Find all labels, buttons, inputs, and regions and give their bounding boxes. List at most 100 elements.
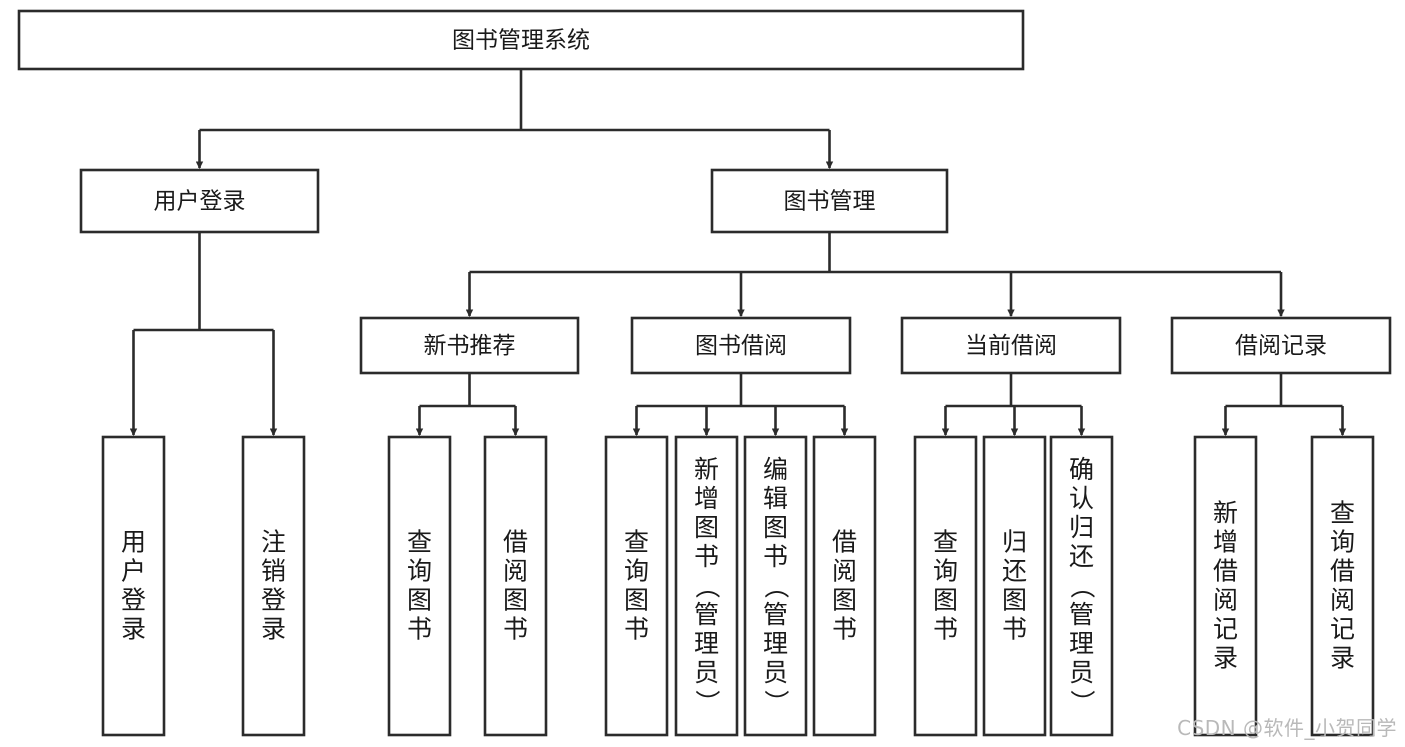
node-label-current-borrow: 当前借阅	[965, 333, 1057, 359]
svg-text:书: 书	[694, 542, 719, 571]
svg-text:）: ）	[762, 690, 791, 715]
node-label-new-book-recommend: 新书推荐	[424, 333, 516, 359]
node-current-borrow[interactable]: 当前借阅	[900, 316, 1122, 375]
node-new-book-recommend[interactable]: 新书推荐	[359, 316, 580, 375]
node-book-borrow[interactable]: 图书借阅	[630, 316, 852, 375]
svg-text:归: 归	[1069, 513, 1094, 542]
edge-group-current-borrow	[941, 373, 1086, 436]
svg-text:员: 员	[763, 658, 788, 687]
node-box-leaf-user-login	[101, 435, 166, 737]
svg-text:认: 认	[1069, 484, 1094, 513]
edges-layer	[129, 69, 1347, 436]
edge-group-book-borrow	[632, 373, 849, 436]
svg-text:图: 图	[763, 513, 788, 542]
svg-text:借: 借	[1213, 557, 1238, 586]
nodes-layer: 图书管理系统用户登录图书管理新书推荐图书借阅当前借阅借阅记录用户登录注销登录查询…	[17, 9, 1392, 737]
svg-text:图: 图	[1002, 586, 1027, 615]
node-label-leaf-user-login: 用户登录	[121, 528, 146, 644]
svg-text:理: 理	[1069, 629, 1094, 658]
svg-text:员: 员	[1069, 658, 1094, 687]
svg-text:用: 用	[121, 528, 146, 557]
svg-text:户: 户	[121, 557, 146, 586]
svg-text:）: ）	[1068, 690, 1097, 715]
svg-text:借: 借	[832, 528, 857, 557]
svg-text:询: 询	[1330, 528, 1355, 557]
node-box-new-book-recommend	[359, 316, 580, 375]
svg-text:书: 书	[624, 615, 649, 644]
svg-text:书: 书	[503, 615, 528, 644]
svg-text:书: 书	[763, 542, 788, 571]
node-borrow-record[interactable]: 借阅记录	[1170, 316, 1392, 375]
svg-text:管: 管	[694, 600, 719, 629]
node-box-user-login	[79, 168, 320, 234]
svg-text:询: 询	[407, 557, 432, 586]
svg-text:记: 记	[1213, 615, 1238, 644]
node-box-current-borrow	[900, 316, 1122, 375]
svg-text:阅: 阅	[1330, 586, 1355, 615]
svg-text:查: 查	[624, 528, 649, 557]
node-leaf-user-login[interactable]: 用户登录	[101, 435, 166, 737]
svg-text:图: 图	[407, 586, 432, 615]
svg-text:（: （	[762, 574, 791, 599]
svg-text:管: 管	[1069, 600, 1094, 629]
svg-text:编: 编	[763, 455, 788, 484]
svg-text:登: 登	[261, 586, 286, 615]
svg-text:图: 图	[503, 586, 528, 615]
svg-text:增: 增	[694, 484, 719, 513]
node-book-manage[interactable]: 图书管理	[710, 168, 949, 234]
svg-text:查: 查	[933, 528, 958, 557]
svg-text:新: 新	[694, 455, 719, 484]
node-box-leaf-add-book	[674, 435, 739, 737]
svg-text:书: 书	[832, 615, 857, 644]
svg-text:记: 记	[1330, 615, 1355, 644]
node-label-root: 图书管理系统	[452, 28, 590, 54]
node-label-borrow-record: 借阅记录	[1235, 333, 1327, 359]
node-label-book-manage: 图书管理	[784, 189, 876, 215]
svg-text:图: 图	[933, 586, 958, 615]
svg-text:图: 图	[624, 586, 649, 615]
node-label-user-login: 用户登录	[154, 189, 246, 215]
svg-text:理: 理	[763, 629, 788, 658]
svg-text:阅: 阅	[1213, 586, 1238, 615]
edge-group-borrow-record	[1221, 373, 1347, 436]
svg-text:借: 借	[503, 528, 528, 557]
edge-group-user-login	[129, 232, 278, 436]
edge-group-book-manage	[465, 232, 1285, 317]
svg-text:新: 新	[1213, 499, 1238, 528]
svg-text:查: 查	[407, 528, 432, 557]
node-root[interactable]: 图书管理系统	[17, 9, 1025, 71]
svg-text:阅: 阅	[503, 557, 528, 586]
svg-text:（: （	[693, 574, 722, 599]
node-box-root	[17, 9, 1025, 71]
node-box-book-borrow	[630, 316, 852, 375]
svg-text:还: 还	[1069, 542, 1094, 571]
svg-text:还: 还	[1002, 557, 1027, 586]
svg-text:录: 录	[121, 615, 146, 644]
node-user-login[interactable]: 用户登录	[79, 168, 320, 234]
node-box-leaf-return-book	[982, 435, 1047, 737]
node-box-leaf-confirm-return	[1049, 435, 1114, 737]
svg-text:借: 借	[1330, 557, 1355, 586]
svg-text:录: 录	[261, 615, 286, 644]
svg-text:辑: 辑	[763, 484, 788, 513]
